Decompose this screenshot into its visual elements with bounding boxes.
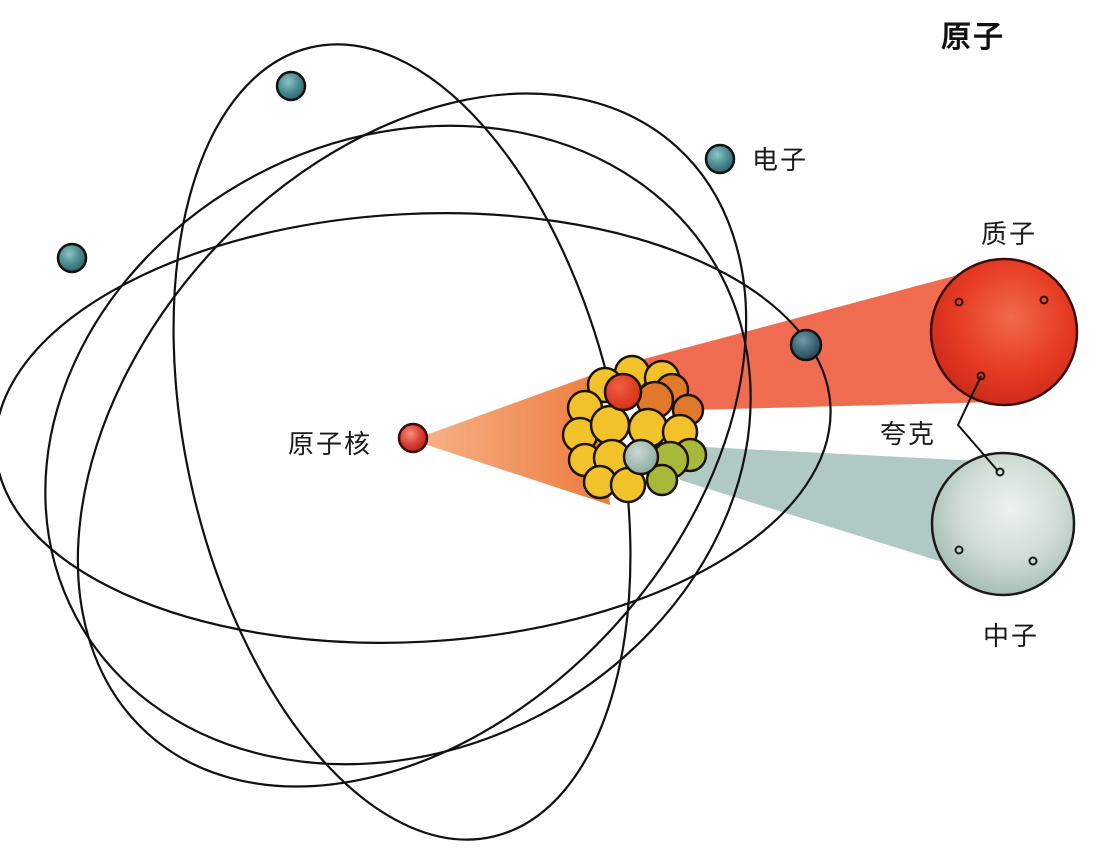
diagram-title: 原子 xyxy=(941,20,1005,55)
electron-icon xyxy=(789,328,823,362)
proton-icon xyxy=(929,257,1079,407)
nucleus-label: 原子核 xyxy=(288,430,373,460)
electron-icon xyxy=(56,242,88,274)
quark-icon xyxy=(995,467,1005,477)
nucleus-proton-icon xyxy=(603,372,643,412)
quark-icon xyxy=(1028,556,1038,566)
nucleus-cluster xyxy=(561,354,708,504)
quark-leader-line xyxy=(956,375,999,472)
proton-sphere xyxy=(929,257,1079,407)
neutron-sphere xyxy=(930,451,1076,597)
nucleus-neutron-icon xyxy=(622,438,660,476)
quark-icon xyxy=(954,297,964,307)
electron-icon xyxy=(275,70,307,102)
electron-icon xyxy=(704,143,736,175)
electron-label: 电子 xyxy=(752,146,809,176)
quark-label: 夸克 xyxy=(880,420,937,450)
orbits xyxy=(0,43,832,841)
nucleus-marker-icon xyxy=(397,422,429,454)
orbit-2 xyxy=(44,124,752,766)
nucleus-beam xyxy=(412,372,610,505)
neutron-label: 中子 xyxy=(983,622,1040,652)
proton-label: 质子 xyxy=(981,220,1038,250)
orbit-4 xyxy=(76,92,748,788)
quark-icon xyxy=(976,371,986,381)
orbit-1 xyxy=(0,212,832,644)
neutron-icon xyxy=(930,451,1076,597)
quark-icon xyxy=(1039,295,1049,305)
electrons xyxy=(56,70,823,362)
quark-icon xyxy=(954,545,964,555)
neutron-beam xyxy=(665,445,1000,580)
